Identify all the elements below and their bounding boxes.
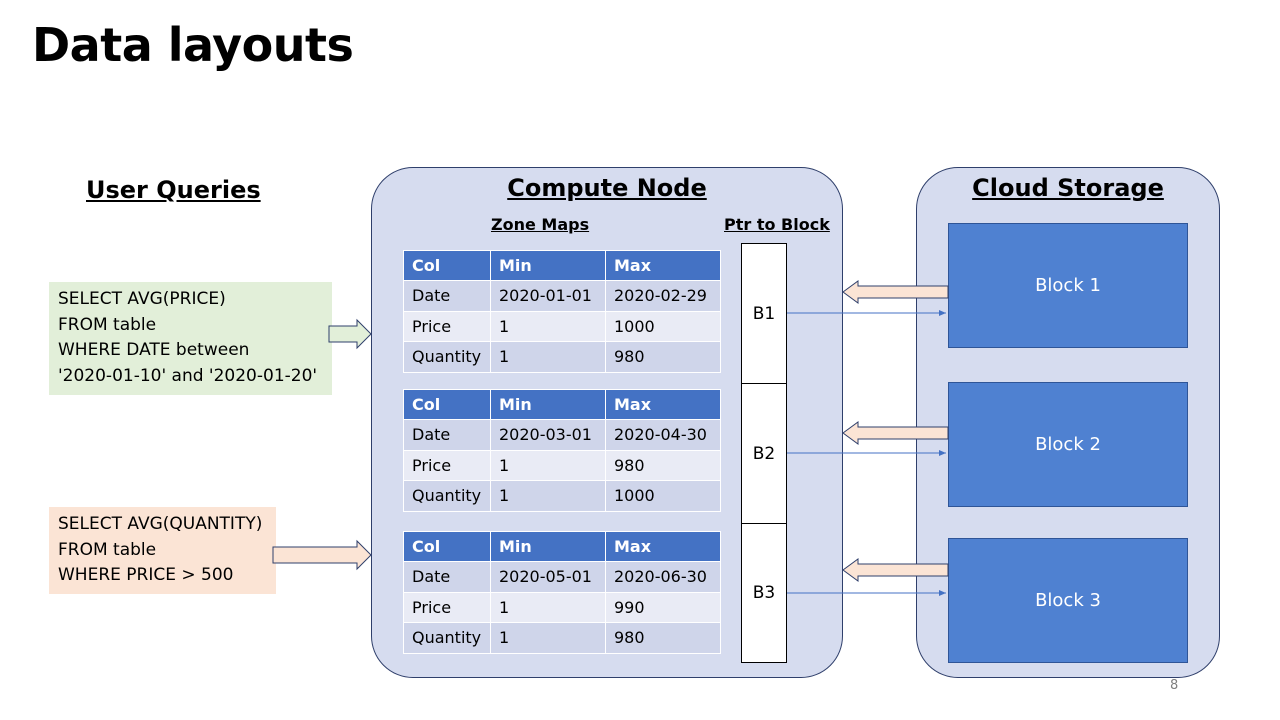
- table-cell: Price: [403, 591, 491, 623]
- table-cell: 1: [490, 622, 606, 654]
- table-cell: 980: [605, 449, 721, 481]
- user-queries-heading: User Queries: [86, 176, 261, 204]
- table-header-row: Col Min Max: [403, 389, 721, 420]
- ptr-to-block-label: Ptr to Block: [724, 215, 830, 234]
- query-line: WHERE DATE between: [58, 340, 250, 360]
- table-row: Price 1 990: [403, 591, 721, 623]
- pointer-b2: B2: [742, 384, 786, 524]
- storage-block-2: Block 2: [948, 382, 1188, 507]
- table-cell: 990: [605, 591, 721, 623]
- storage-block-1: Block 1: [948, 223, 1188, 348]
- column-header: Col: [403, 531, 491, 562]
- block-1-return-arrow-icon: [842, 280, 949, 304]
- column-header: Max: [605, 250, 721, 281]
- table-row: Quantity 1 980: [403, 622, 721, 654]
- column-header: Min: [490, 531, 606, 562]
- pointer-b1: B1: [742, 244, 786, 384]
- query-line: WHERE PRICE > 500: [58, 565, 234, 585]
- query-line: FROM table: [58, 314, 157, 335]
- table-cell: 980: [605, 341, 721, 373]
- column-header: Min: [490, 250, 606, 281]
- table-cell: 2020-06-30: [605, 561, 721, 593]
- column-header: Max: [605, 531, 721, 562]
- table-row: Quantity 1 980: [403, 341, 721, 373]
- column-header: Col: [403, 250, 491, 281]
- column-header: Col: [403, 389, 491, 420]
- zone-map-table-3: Col Min Max Date 2020-05-01 2020-06-30 P…: [403, 531, 721, 654]
- query-box-quantity: SELECT AVG(QUANTITY) FROM table WHERE PR…: [49, 507, 276, 594]
- table-header-row: Col Min Max: [403, 250, 721, 281]
- column-header: Min: [490, 389, 606, 420]
- pointer-b3: B3: [752, 583, 776, 603]
- query-line: SELECT AVG(QUANTITY): [58, 514, 263, 534]
- zone-map-table-2: Col Min Max Date 2020-03-01 2020-04-30 P…: [403, 389, 721, 512]
- table-row: Price 1 1000: [403, 310, 721, 342]
- table-row: Date 2020-05-01 2020-06-30: [403, 561, 721, 593]
- column-header: Max: [605, 389, 721, 420]
- table-cell: Quantity: [403, 341, 491, 373]
- page-number: 8: [1170, 678, 1179, 693]
- zone-maps-label: Zone Maps: [491, 215, 590, 234]
- table-cell: Quantity: [403, 480, 491, 512]
- table-header-row: Col Min Max: [403, 531, 721, 562]
- compute-node-title: Compute Node: [507, 174, 707, 202]
- table-cell: 1000: [605, 310, 721, 342]
- storage-block-3: Block 3: [948, 538, 1188, 663]
- table-row: Quantity 1 1000: [403, 480, 721, 512]
- query-1-arrow-icon: [328, 318, 372, 350]
- table-row: Date 2020-01-01 2020-02-29: [403, 280, 721, 312]
- query-2-arrow-icon: [272, 539, 372, 571]
- pointer-column: B1 B2 B3: [741, 243, 787, 663]
- query-line: '2020-01-10' and '2020-01-20': [58, 365, 318, 386]
- cloud-storage-title: Cloud Storage: [972, 174, 1164, 202]
- table-cell: 1: [490, 341, 606, 373]
- table-cell: 1000: [605, 480, 721, 512]
- table-cell: 2020-05-01: [490, 561, 606, 593]
- block-2-return-arrow-icon: [842, 421, 949, 445]
- table-cell: 1: [490, 480, 606, 512]
- table-cell: 2020-01-01: [490, 280, 606, 312]
- table-cell: Price: [403, 310, 491, 342]
- table-cell: 2020-02-29: [605, 280, 721, 312]
- zone-map-table-1: Col Min Max Date 2020-01-01 2020-02-29 P…: [403, 250, 721, 373]
- query-box-price: SELECT AVG(PRICE) FROM table WHERE DATE …: [49, 282, 332, 395]
- table-cell: 1: [490, 591, 606, 623]
- query-line: FROM table: [58, 539, 157, 560]
- slide-title: Data layouts: [32, 18, 354, 72]
- block-3-return-arrow-icon: [842, 558, 949, 582]
- query-line: SELECT AVG(PRICE): [58, 289, 226, 309]
- table-cell: 980: [605, 622, 721, 654]
- table-cell: Date: [403, 561, 491, 593]
- table-cell: 2020-03-01: [490, 419, 606, 451]
